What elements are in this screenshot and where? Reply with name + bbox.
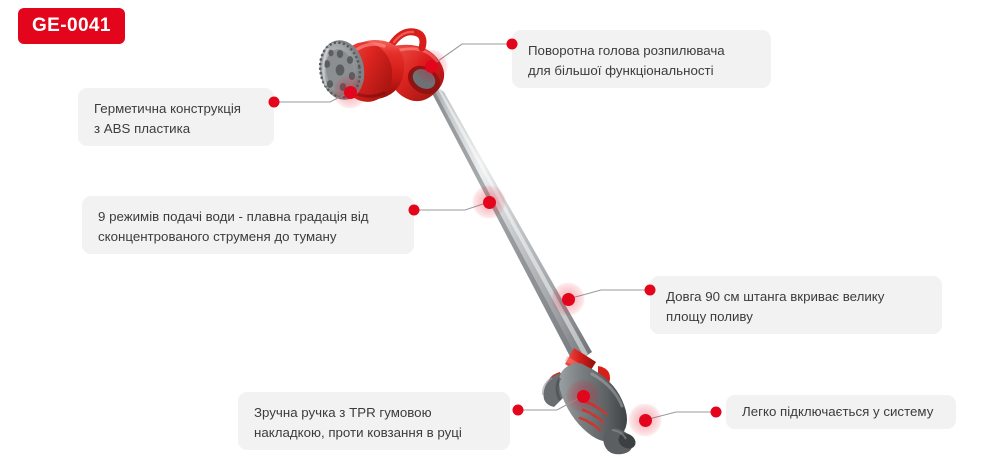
hotspot-spray-head[interactable] [414, 49, 448, 83]
label-dot-tpr-grip [512, 404, 524, 416]
label-dot-spray-head [506, 38, 518, 50]
hanging-loop [388, 28, 427, 52]
callout-tpr-grip: Зручна ручка з TPR гумовою накладкою, пр… [238, 392, 510, 450]
inlet-connector [603, 428, 636, 455]
hotspot-abs-housing[interactable] [333, 75, 367, 109]
label-dot-long-lance [644, 284, 656, 296]
callout-spray-head: Поворотна голова розпилювача для більшої… [512, 30, 771, 88]
callout-nine-spray-modes: 9 режимів подачі води - плавна градація … [82, 196, 414, 254]
label-dot-nine-spray-modes [408, 204, 420, 216]
callout-easy-connect: Легко підключається у систему [726, 395, 956, 429]
label-dot-abs-housing [268, 96, 280, 108]
hotspot-nine-spray-modes[interactable] [472, 185, 506, 219]
hotspot-long-lance[interactable] [551, 282, 585, 316]
model-badge: GE-0041 [18, 8, 125, 44]
callout-abs-housing: Герметична конструкція з ABS пластика [78, 88, 274, 146]
label-dot-easy-connect [710, 406, 722, 418]
hotspot-easy-connect[interactable] [628, 403, 662, 437]
callout-long-lance: Довга 90 см штанга вкриває велику площу … [650, 276, 942, 334]
lance-tube [424, 78, 592, 364]
trigger [541, 372, 576, 407]
hotspot-tpr-grip[interactable] [566, 379, 600, 413]
